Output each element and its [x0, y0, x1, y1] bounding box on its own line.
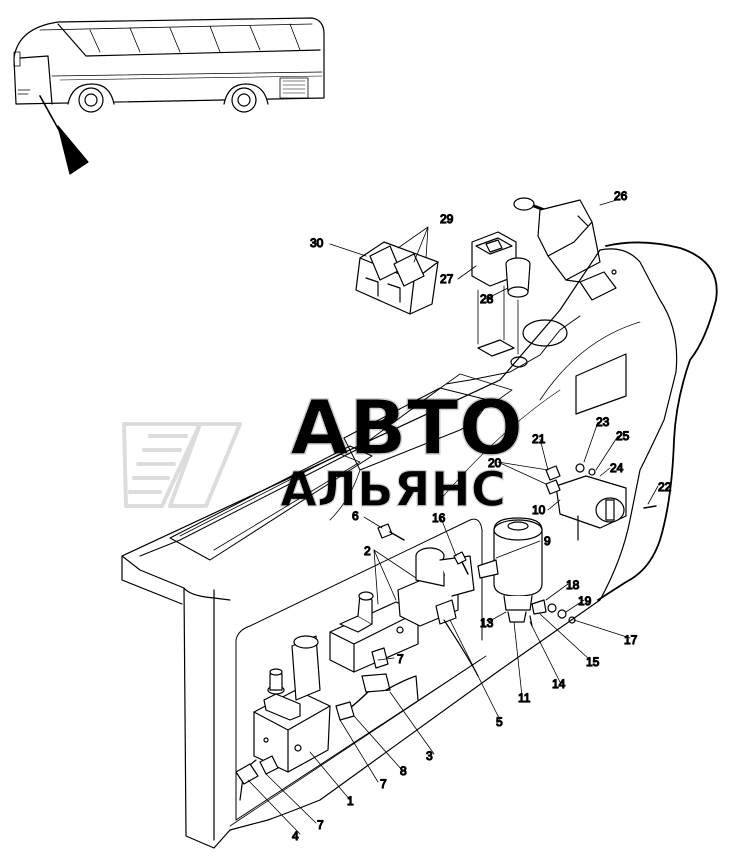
- bus-illustration: [13, 17, 325, 113]
- rocker-switches: [355, 241, 439, 315]
- callout-3: 3: [426, 749, 433, 763]
- watermark-line2: АЛЬЯНС: [280, 462, 506, 518]
- callout-27: 27: [440, 272, 454, 286]
- watermark: [122, 422, 242, 508]
- callout-13: 13: [480, 616, 494, 630]
- callout-9: 9: [544, 534, 551, 548]
- callout-24: 24: [610, 461, 624, 475]
- callout-26: 26: [614, 189, 628, 203]
- callout-10: 10: [532, 503, 546, 517]
- socket-27: [471, 231, 517, 345]
- callout-11: 11: [518, 691, 531, 705]
- callout-19: 19: [578, 594, 592, 608]
- handbrake-valve: [513, 197, 601, 283]
- callout-2: 2: [364, 544, 371, 558]
- dashboard-panel: [121, 241, 718, 849]
- callout-21: 21: [532, 432, 546, 446]
- callout-29: 29: [440, 212, 454, 226]
- callout-15: 15: [586, 655, 600, 669]
- callout-28: 28: [480, 292, 494, 306]
- view-arrow: [39, 95, 89, 175]
- callout-18: 18: [566, 578, 580, 592]
- callout-7c: 7: [317, 818, 324, 832]
- filter-canister: [477, 517, 576, 627]
- callout-23: 23: [596, 415, 610, 429]
- leader-lines: [247, 198, 659, 835]
- callout-5: 5: [496, 715, 503, 729]
- callout-16: 16: [432, 511, 446, 525]
- switch-cluster: [545, 463, 657, 541]
- callout-labels: 1 2 3 4 5 6 7 7 7 8 9 10 11 13 14 15 16 …: [291, 188, 672, 843]
- callout-8: 8: [400, 764, 407, 778]
- callout-20: 20: [488, 456, 502, 470]
- callout-22: 22: [658, 480, 672, 494]
- valve-assembly: [235, 523, 479, 801]
- plug-28: [505, 257, 531, 355]
- callout-17: 17: [624, 633, 638, 647]
- callout-30: 30: [310, 236, 324, 250]
- callout-25: 25: [616, 429, 630, 443]
- callout-4: 4: [292, 829, 299, 843]
- callout-14: 14: [552, 677, 566, 691]
- callout-7a: 7: [397, 652, 404, 666]
- callout-1: 1: [347, 794, 354, 808]
- callout-7b: 7: [380, 777, 387, 791]
- callout-6: 6: [352, 509, 359, 523]
